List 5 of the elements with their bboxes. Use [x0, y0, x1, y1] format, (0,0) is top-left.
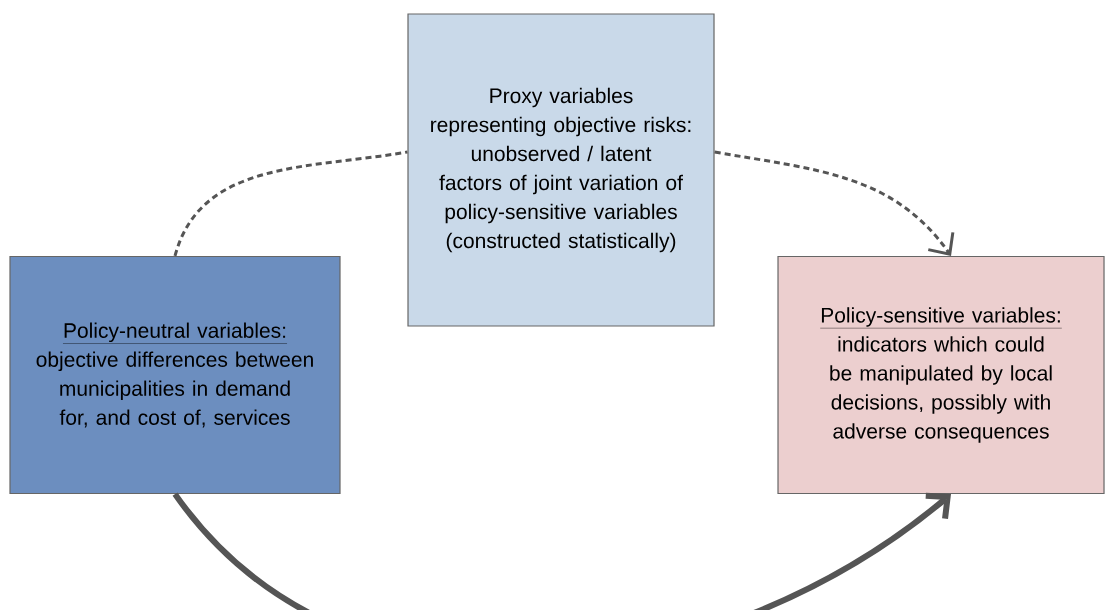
- text-box: Policy-sensitive variables: indicators which could be manipulated by local decisions, possibly with adverse consequences: [777, 255, 1105, 495]
- text-box: Policy-neutral variables: objective differences between municipalities in demand for, and cost of, services: [9, 255, 341, 495]
- arrow: [172, 492, 952, 610]
- arrow: [714, 150, 955, 256]
- text-box: Proxy variables representing objective risks: unobserved / latent factors of joint variation of policy-sensitive variables (constructed statistically): [407, 13, 715, 327]
